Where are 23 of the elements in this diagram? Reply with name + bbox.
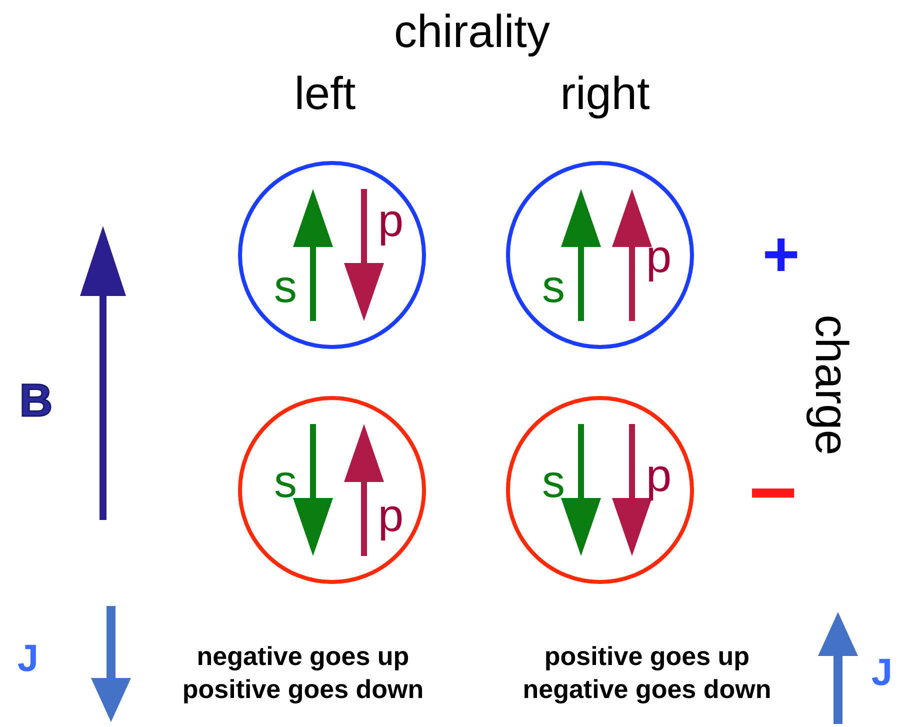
spin-label: s	[542, 458, 565, 504]
momentum-label: p	[646, 452, 672, 498]
current-label: J	[871, 654, 893, 692]
minus-sign: −	[748, 450, 798, 534]
current-label: J	[17, 640, 39, 678]
field-label: B	[19, 377, 53, 423]
column-header: left	[294, 70, 356, 116]
momentum-label: p	[378, 197, 404, 243]
particle-circle	[238, 161, 426, 349]
column-header: right	[560, 70, 650, 116]
spin-label: s	[542, 263, 565, 309]
plus-sign: +	[762, 222, 800, 286]
particle-circle	[506, 396, 694, 584]
momentum-label: p	[378, 492, 404, 538]
particle-circle	[506, 161, 694, 349]
axis-title: chirality	[394, 8, 550, 54]
momentum-label: p	[646, 233, 672, 279]
spin-label: s	[274, 263, 297, 309]
note: negative goes up positive goes down	[181, 640, 425, 705]
spin-label: s	[274, 458, 297, 504]
axis-title: charge	[809, 314, 855, 456]
note: positive goes up negative goes down	[522, 640, 772, 705]
particle-circle	[238, 396, 426, 584]
